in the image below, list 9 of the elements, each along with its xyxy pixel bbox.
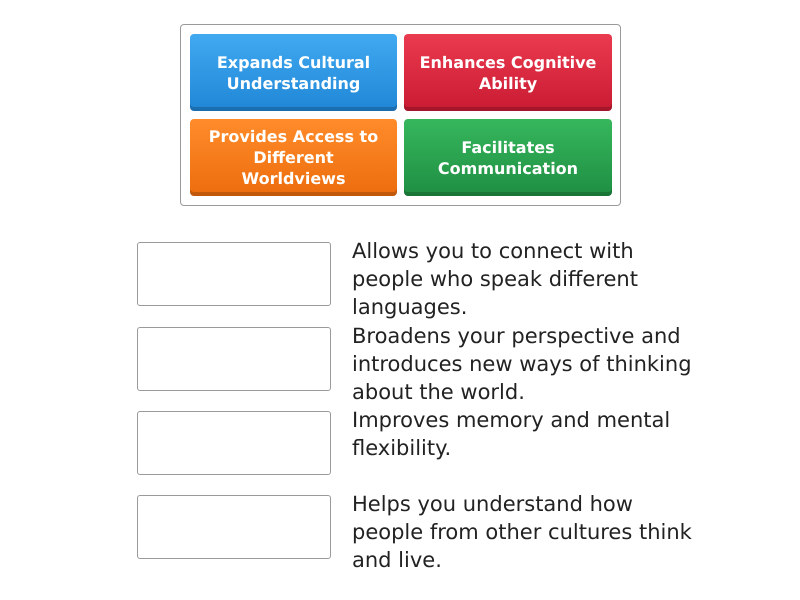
statement-text: Broadens your perspective and introduces new ways of thinking about the world. xyxy=(352,323,692,406)
answer-tile: Facilitates Communication xyxy=(404,119,612,196)
answer-tile: Enhances Cognitive Ability xyxy=(404,34,612,111)
answer-tile: Expands Cultural Understanding xyxy=(190,34,397,111)
answer-tile: Provides Access to Different Worldviews xyxy=(190,119,397,196)
card-panel xyxy=(180,24,621,206)
statement-text: Helps you understand how people from other cultures think and live. xyxy=(352,491,692,574)
statement-text: Improves memory and mental flexibility. xyxy=(352,407,672,462)
statement-text: Allows you to connect with people who speak different languages. xyxy=(352,238,639,321)
